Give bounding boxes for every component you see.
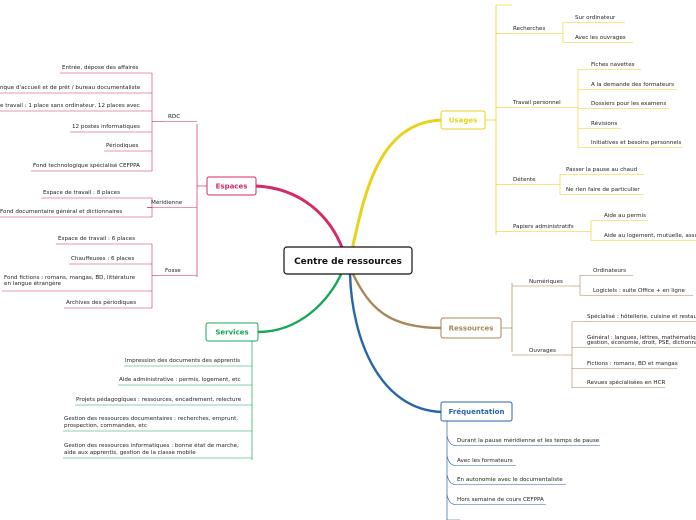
connectors bbox=[0, 4, 696, 520]
usages-recherches-label: Recherches bbox=[513, 26, 545, 32]
espaces-branch-connector bbox=[254, 184, 345, 252]
espaces-node-label: Espaces bbox=[216, 183, 248, 191]
frequentation-branch-connector bbox=[348, 272, 444, 414]
ressources-numeriques-label: Numériques bbox=[529, 278, 563, 285]
espaces-rdc-item: e travail : 1 place sans ordinateur, 12 … bbox=[0, 103, 140, 109]
frequentation-item: Hors semaine de cours CEFPPA bbox=[457, 497, 544, 503]
frequentation-node[interactable] bbox=[440, 401, 513, 422]
espaces-meridienne-label: Méridienne bbox=[151, 199, 183, 206]
espaces-node[interactable] bbox=[206, 176, 257, 196]
ressources-numeriques-item: Ordinateurs bbox=[593, 268, 626, 274]
ressources-node[interactable] bbox=[440, 317, 502, 339]
frequentation-leaf-connector bbox=[446, 455, 457, 466]
espaces-fosse-item: Espace de travail : 6 places bbox=[58, 236, 135, 242]
usages-travail-item: A la demande des formateurs bbox=[591, 82, 674, 88]
services-item-line2: aide aux apprentis, gestion de la classe… bbox=[64, 450, 196, 456]
services-item: Aide administrative : permis, logement, … bbox=[119, 377, 241, 383]
services-item: Gestion des ressources documentaires : r… bbox=[64, 416, 238, 422]
services-item: Projets pédagogiques : ressources, encad… bbox=[76, 396, 242, 403]
services-branch-connector bbox=[256, 270, 344, 334]
services-item-line2: prospection, commandes, etc bbox=[64, 423, 147, 429]
espaces-rdc-item: Périodiques bbox=[106, 142, 139, 149]
usages-papiers-item: Aide au permis bbox=[604, 213, 646, 219]
ressources-ouvrages-item: Revues spécialisées en HCR bbox=[587, 379, 666, 386]
usages-node[interactable] bbox=[440, 110, 486, 130]
espaces-rdc-item: 12 postes informatiques bbox=[72, 124, 140, 130]
usages-detente-item: Passer la pause au chaud bbox=[566, 167, 638, 173]
usages-travail-item: Initiatives et besoins personnels bbox=[591, 140, 681, 146]
usages-detente-item: Ne rien faire de particulier bbox=[566, 187, 640, 193]
usages-travail-item: Révisions bbox=[591, 120, 617, 127]
usages-papiers-label: Papiers administratifs bbox=[513, 224, 574, 230]
espaces-meridienne-item: Espace de travail : 8 places bbox=[43, 190, 120, 196]
usages-travail-label: Travail personnel bbox=[512, 100, 561, 106]
espaces-meridienne-item: Fond documentaire général et dictionnair… bbox=[0, 208, 122, 215]
ressources-ouvrages-item: Fictions : romans, BD et mangas bbox=[587, 361, 678, 367]
usages-papiers-item: Aide au logement, mutuelle, assu bbox=[604, 233, 696, 239]
services-node-label: Services bbox=[215, 329, 248, 337]
espaces-rdc-item: Fond technologique spécialisé CEFPPA bbox=[33, 162, 140, 169]
central-node[interactable] bbox=[283, 246, 413, 275]
espaces-fosse-item-line2: en langue étrangère bbox=[4, 280, 62, 287]
nodes: Centre de ressources Usages Recherches Sur … bbox=[0, 15, 696, 503]
espaces-rdc-item: nque d'accueil et de prêt / bureau docum… bbox=[0, 84, 141, 91]
services-item: Gestion des ressources informatiques : b… bbox=[64, 442, 239, 449]
espaces-fosse-item: Fond fictions : romans, mangas, BD, litt… bbox=[4, 274, 136, 281]
frequentation-item: En autonomie avec le documentaliste bbox=[457, 477, 563, 483]
services-node[interactable] bbox=[205, 322, 259, 342]
services-item: Impression des documents des apprentis bbox=[125, 358, 240, 364]
usages-detente-label: Détente bbox=[513, 176, 536, 183]
ressources-numeriques-item: Logiciels : suite Office + en ligne bbox=[593, 288, 685, 294]
espaces-fosse-item: Chauffeuses : 6 places bbox=[71, 256, 134, 262]
frequentation-node-label: Fréquentation bbox=[449, 408, 505, 416]
espaces-rdc-label: RDC bbox=[168, 114, 180, 120]
usages-node-label: Usages bbox=[449, 117, 478, 125]
frequentation-item: Durant la pause méridienne et les temps … bbox=[457, 437, 600, 444]
ressources-ouvrages-item: Spécialisé : hôtellerie, cuisine et rest… bbox=[587, 313, 696, 320]
usages-travail-item: Dossiers pour les examens bbox=[591, 101, 666, 107]
ressources-ouvrages-label: Ouvrages bbox=[529, 348, 556, 354]
usages-branch-connector bbox=[350, 118, 444, 252]
ressources-ouvrages-item: gestion, économie, droit, PSE, dictionna bbox=[587, 339, 696, 346]
espaces-fosse-item: Archives des périodiques bbox=[66, 299, 136, 306]
usages-recherches-item: Avec les ouvrages bbox=[575, 35, 626, 41]
central-node-label: Centre de ressources bbox=[294, 257, 402, 267]
ressources-ouvrages-item: Général : langues, lettres, mathématiqu bbox=[587, 334, 696, 341]
frequentation-item: Avec les formateurs bbox=[457, 458, 513, 464]
frequentation-leaf-connector bbox=[446, 435, 457, 446]
usages-travail-item: Fiches navettes bbox=[591, 62, 635, 68]
usages-recherches-item: Sur ordinateur bbox=[575, 15, 616, 21]
espaces-fosse-label: Fosse bbox=[165, 268, 181, 274]
ressources-node-label: Ressources bbox=[449, 325, 494, 333]
frequentation-leaf-connector bbox=[446, 494, 457, 505]
ressources-branch-connector bbox=[350, 270, 444, 330]
espaces-rdc-item: Entrée, dépose des affaires bbox=[62, 64, 139, 71]
frequentation-leaf-connector bbox=[446, 474, 457, 485]
